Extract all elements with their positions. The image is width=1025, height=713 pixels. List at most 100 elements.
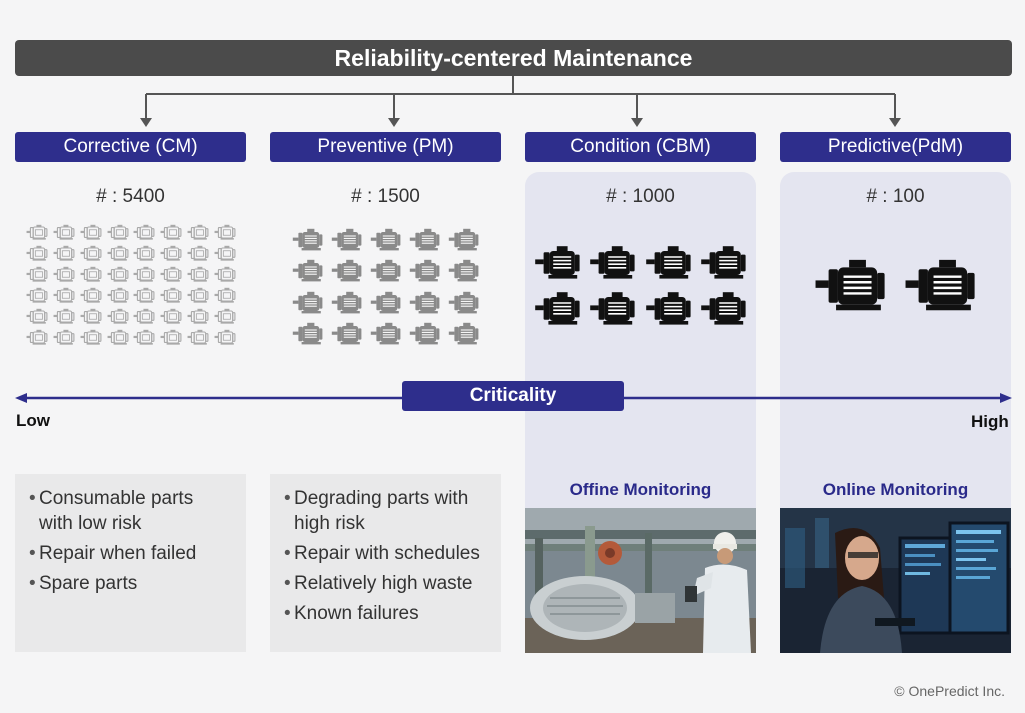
electric-motor-icon [107,224,129,240]
diagram-title: Reliability-centered Maintenance [15,40,1012,76]
arrow-right-icon [1000,393,1012,403]
electric-motor-icon [107,287,129,303]
copyright-notice: © OnePredict Inc. [894,683,1005,699]
electric-motor-icon [53,266,75,282]
category-header-condition: Condition (CBM) [525,132,756,162]
monitoring-label-offline: Offine Monitoring [569,480,712,499]
electric-motor-icon [187,329,209,345]
electric-motor-icon [187,266,209,282]
arrow-left-icon [15,393,27,403]
electric-motor-icon [53,287,75,303]
note-item: Degrading parts with high risk [284,486,484,536]
electric-motor-icon [160,329,182,345]
electric-motor-icon [26,308,48,324]
electric-motor-icon [409,323,440,345]
electric-motor-icon [292,260,322,282]
electric-motor-icon [53,308,75,324]
electric-motor-icon [331,291,362,314]
electric-motor-icon [534,246,580,279]
electric-motor-icon [80,329,102,345]
electric-motor-icon [26,224,48,240]
motor-grid-corrective [24,222,238,348]
electric-motor-icon [449,291,479,314]
electric-motor-icon [107,245,129,261]
electric-motor-icon [449,323,479,345]
electric-motor-icon [53,329,75,345]
electric-motor-icon [370,291,401,314]
electric-motor-icon [80,245,102,261]
electric-motor-icon [370,228,401,251]
electric-motor-icon [409,228,440,251]
electric-motor-icon [133,245,155,261]
electric-motor-icon [449,260,479,282]
online-monitoring-photo [780,508,1011,653]
electric-motor-icon [701,292,746,325]
electric-motor-icon [187,224,209,240]
electric-motor-icon [53,245,75,261]
count-predictive: # : 100 [866,186,925,207]
motor-grid-condition [530,240,752,332]
electric-motor-icon [292,291,322,314]
arrow-down-icon [388,118,400,127]
note-item: Consumable parts with low risk [29,486,209,536]
arrow-down-icon [140,118,152,127]
notes-box-corrective: Consumable parts with low risk Repair wh… [15,474,246,652]
offline-monitoring-photo [525,508,756,653]
axis-low-label: Low [16,411,50,430]
electric-motor-icon [214,308,236,324]
electric-motor-icon [590,246,635,279]
count-condition: # : 1000 [606,186,675,207]
electric-motor-icon [80,287,102,303]
electric-motor-icon [107,308,129,324]
category-header-predictive: Predictive(PdM) [780,132,1011,162]
electric-motor-icon [815,259,885,311]
category-header-preventive: Preventive (PM) [270,132,501,162]
electric-motor-icon [133,224,155,240]
electric-motor-icon [160,245,182,261]
electric-motor-icon [187,287,209,303]
count-corrective: # : 5400 [96,186,165,207]
note-item: Relatively high waste [284,571,501,596]
notes-box-preventive: Degrading parts with high risk Repair wi… [270,474,501,652]
electric-motor-icon [80,308,102,324]
electric-motor-icon [187,308,209,324]
electric-motor-icon [331,323,362,345]
electric-motor-icon [133,308,155,324]
electric-motor-icon [292,323,322,345]
note-item: Repair with schedules [284,541,501,566]
electric-motor-icon [214,224,236,240]
arrow-down-icon [889,118,901,127]
electric-motor-icon [409,260,440,282]
electric-motor-icon [590,292,635,325]
electric-motor-icon [133,287,155,303]
electric-motor-icon [187,245,209,261]
electric-motor-icon [370,260,401,282]
electric-motor-icon [292,228,322,251]
electric-motor-icon [409,291,440,314]
arrow-down-icon [631,118,643,127]
electric-motor-icon [160,308,182,324]
electric-motor-icon [26,287,48,303]
electric-motor-icon [80,266,102,282]
electric-motor-icon [370,323,401,345]
electric-motor-icon [107,329,129,345]
motor-grid-preventive [288,224,484,350]
electric-motor-icon [214,287,236,303]
electric-motor-icon [80,224,102,240]
count-preventive: # : 1500 [351,186,420,207]
note-item: Repair when failed [29,541,246,566]
electric-motor-icon [107,266,129,282]
note-item: Known failures [284,601,501,626]
electric-motor-icon [214,245,236,261]
motor-grid-predictive [806,256,986,316]
electric-motor-icon [449,228,479,251]
criticality-label: Criticality [402,381,624,411]
monitoring-label-online: Online Monitoring [822,480,969,499]
electric-motor-icon [331,260,362,282]
electric-motor-icon [160,266,182,282]
electric-motor-icon [645,246,691,279]
category-header-corrective: Corrective (CM) [15,132,246,162]
electric-motor-icon [160,224,182,240]
electric-motor-icon [534,292,580,325]
electric-motor-icon [331,228,362,251]
